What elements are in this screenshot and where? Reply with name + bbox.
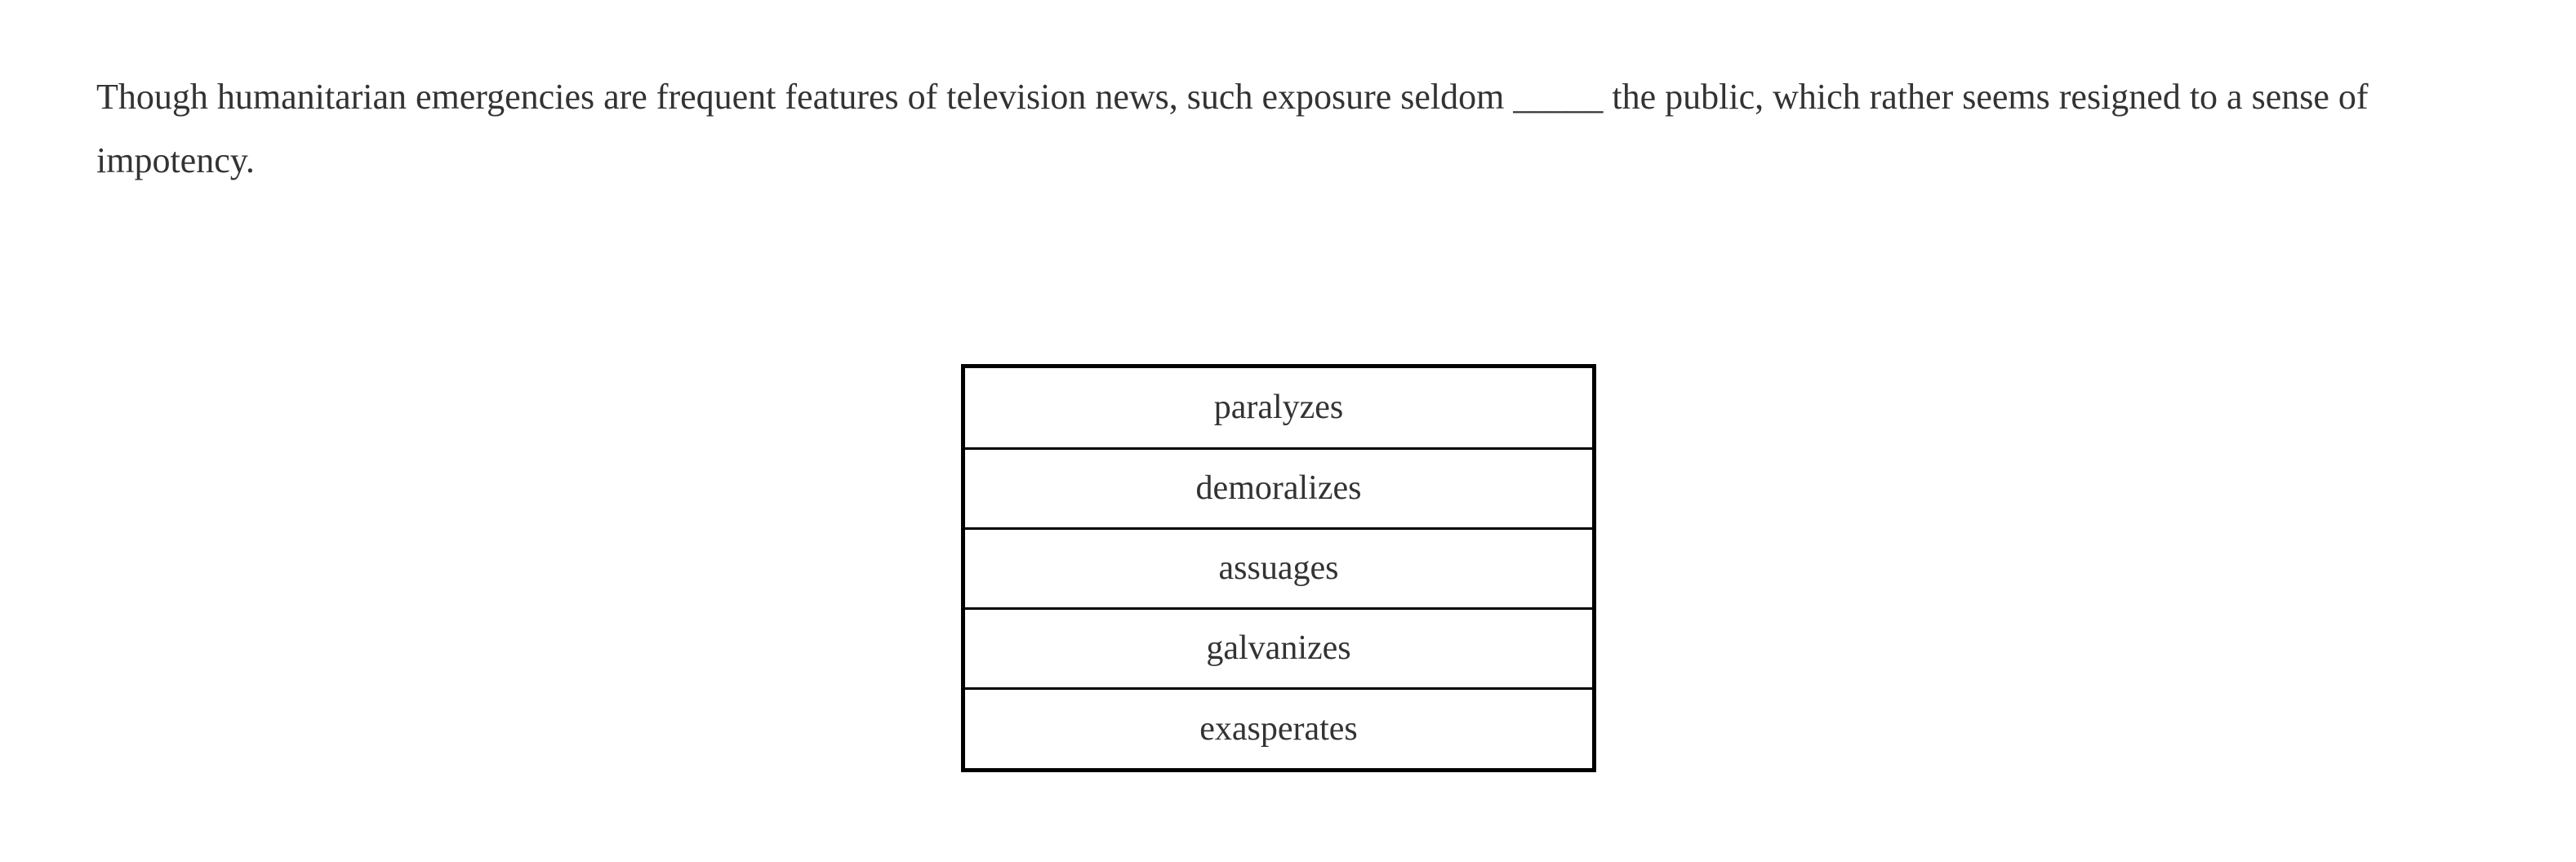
answer-blank: _____	[1513, 77, 1604, 117]
answer-choice-label[interactable]: assuages	[1218, 549, 1339, 587]
answer-choices-list: paralyzes demoralizes assuages galvanize…	[965, 368, 1592, 768]
question-text-after-blank: the public, which rather seems resigned …	[96, 77, 2369, 180]
answer-choice-label[interactable]: exasperates	[1199, 709, 1358, 748]
answer-choices-table: paralyzes demoralizes assuages galvanize…	[961, 364, 1596, 772]
answer-choice-row[interactable]: galvanizes	[965, 608, 1592, 688]
answer-choice-row[interactable]: demoralizes	[965, 448, 1592, 528]
question-text-before-blank: Though humanitarian emergencies are freq…	[96, 77, 1514, 117]
answer-choice-label[interactable]: paralyzes	[1213, 389, 1344, 427]
answer-choice-row[interactable]: assuages	[965, 528, 1592, 608]
question-stem: Though humanitarian emergencies are freq…	[96, 65, 2489, 193]
answer-choice-label[interactable]: galvanizes	[1206, 629, 1351, 667]
answer-choice-row[interactable]: exasperates	[965, 688, 1592, 768]
answer-choice-row[interactable]: paralyzes	[965, 368, 1592, 448]
answer-choice-label[interactable]: demoralizes	[1195, 469, 1362, 507]
